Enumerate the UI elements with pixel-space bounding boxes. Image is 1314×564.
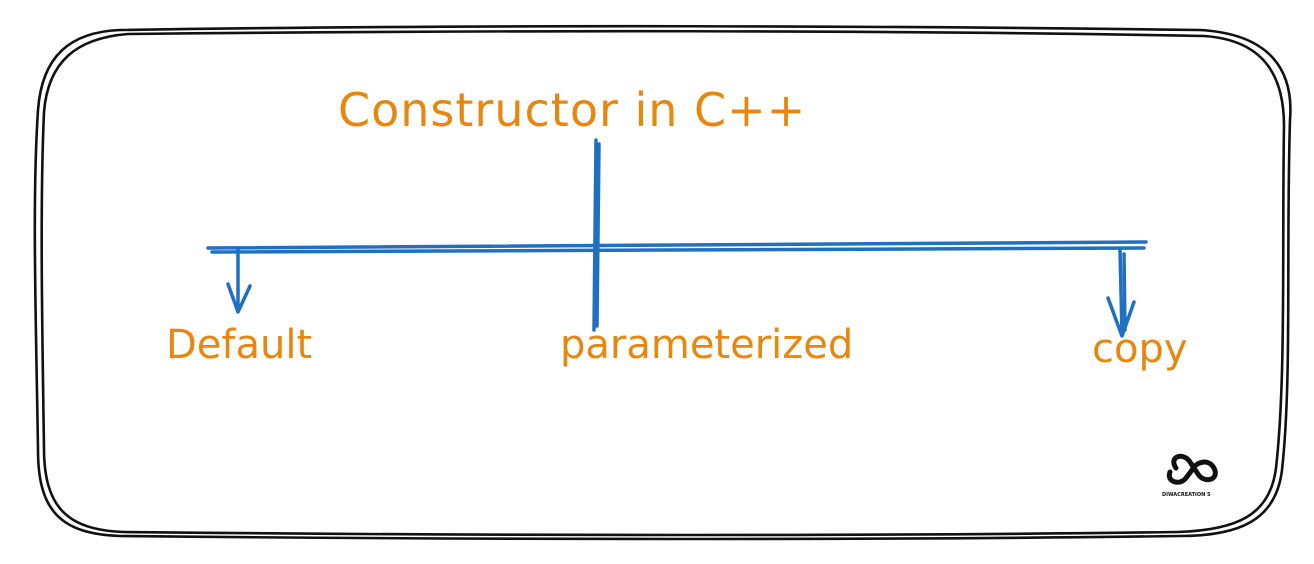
node-parameterized: parameterized <box>560 322 853 368</box>
watermark-text: DIWACREATION S <box>1162 492 1211 498</box>
arrow-copy <box>1106 248 1136 338</box>
arrow-default <box>226 248 252 314</box>
frame <box>33 24 1292 541</box>
infinity-logo-icon <box>1166 453 1218 485</box>
trunk-connector <box>592 138 601 332</box>
node-copy: copy <box>1092 326 1188 372</box>
node-default: Default <box>166 322 312 368</box>
bus-connector <box>206 240 1148 254</box>
diagram-title: Constructor in C++ <box>338 83 806 137</box>
